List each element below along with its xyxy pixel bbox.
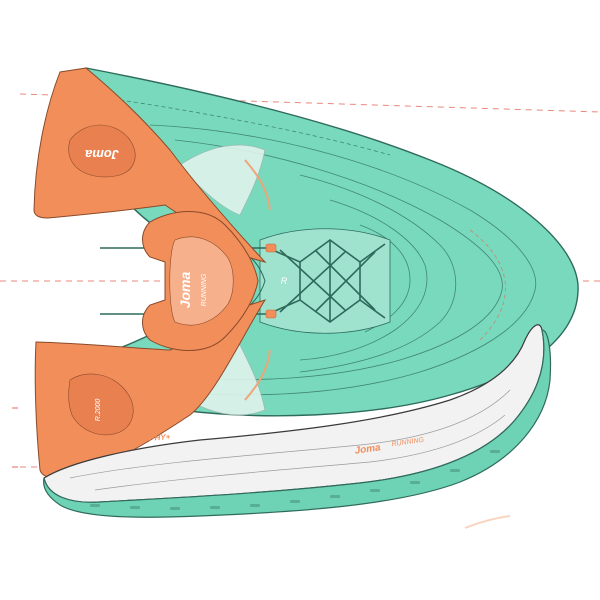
heel-logo-pad-bottom — [68, 373, 134, 436]
lace-eyelets — [265, 243, 277, 319]
heel-logo-top: Joma — [85, 147, 119, 162]
heel-logo-side: Joma — [177, 272, 193, 309]
midsole-sub-label: RUNNING — [391, 437, 425, 449]
upper-panel-lines — [119, 99, 537, 396]
heel-logo-pad-top — [68, 124, 136, 178]
lace-area — [239, 228, 391, 334]
heel-collar-top — [33, 67, 267, 263]
tongue-mark: R — [281, 276, 288, 286]
tech-badge: PHY+ — [149, 432, 171, 442]
heel-model-label: R.2000 — [95, 399, 102, 422]
midsole-contours — [69, 389, 511, 491]
midsole-logo: Joma — [354, 442, 382, 457]
collar-lining — [169, 236, 234, 326]
side-sub-label: RUNNING — [201, 273, 208, 306]
outsole — [43, 329, 552, 518]
outsole-tread — [90, 450, 500, 510]
pencil-stroke — [464, 515, 511, 529]
guide-line-top — [19, 93, 600, 113]
